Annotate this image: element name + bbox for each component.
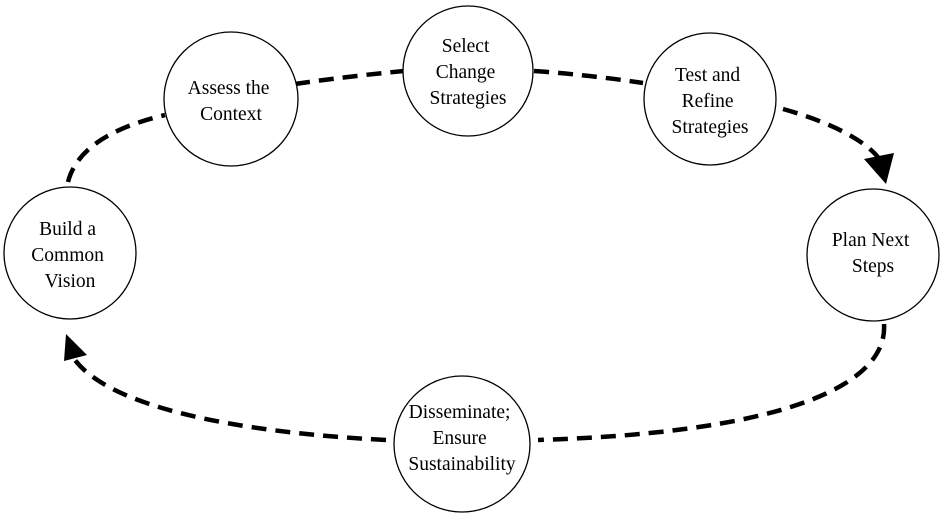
connector-assess-to-select (294, 68, 405, 87)
node-select-change-strategies: Select Change Strategies (402, 5, 534, 137)
node-label: Test and Refine Strategies (672, 65, 749, 138)
arrowhead-into-build (64, 334, 87, 361)
node-label: Assess the Context (188, 78, 275, 125)
connector-build-to-assess (65, 112, 166, 183)
node-circle (163, 31, 299, 167)
node-label: Select Change Strategies (430, 36, 507, 109)
node-circle (806, 188, 940, 322)
node-plan-next-steps: Plan Next Steps (806, 188, 940, 322)
node-circle (402, 5, 534, 137)
node-disseminate-ensure-sustainability: Disseminate; Ensure Sustainability (393, 375, 531, 513)
connector-test-to-plan (782, 106, 882, 162)
node-assess-the-context: Assess the Context (163, 31, 299, 167)
node-circle (3, 186, 137, 320)
connector-disseminate-to-build (73, 358, 387, 443)
arrowhead-into-plan (864, 153, 894, 184)
connectors (64, 68, 894, 443)
connector-select-to-test (533, 68, 644, 86)
node-circle (643, 32, 777, 166)
node-circle (393, 375, 531, 513)
node-label: Build a Common Vision (31, 219, 108, 292)
node-test-and-refine-strategies: Test and Refine Strategies (643, 32, 777, 166)
node-label: Plan Next Steps (832, 230, 914, 277)
node-label: Disseminate; Ensure Sustainability (408, 402, 516, 475)
node-build-a-common-vision: Build a Common Vision (3, 186, 137, 320)
connector-plan-to-disseminate (537, 323, 887, 443)
